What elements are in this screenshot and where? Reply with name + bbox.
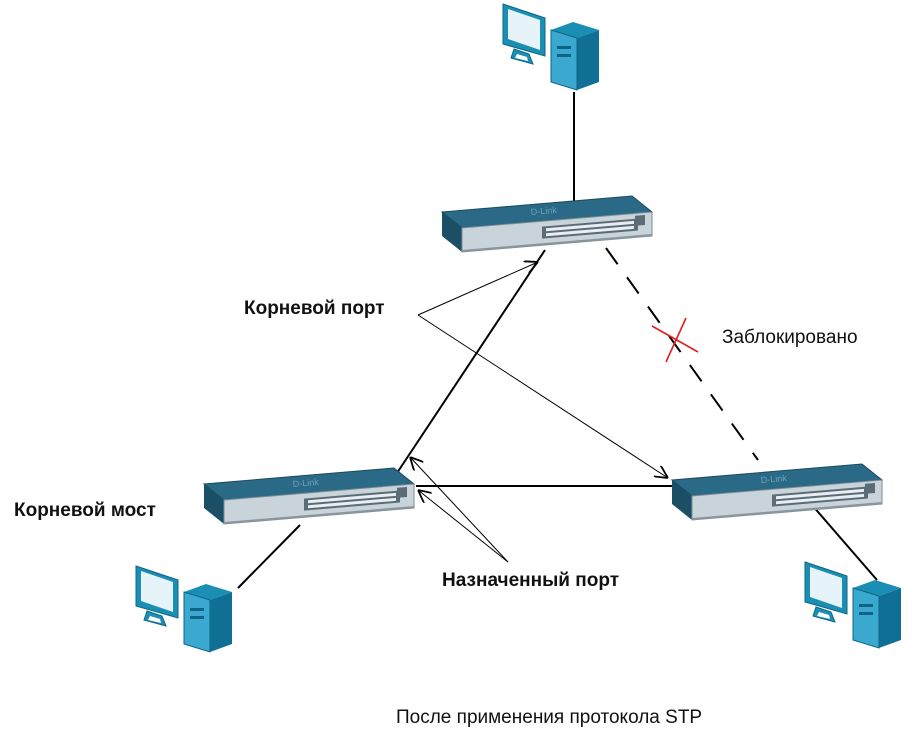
designated-port-label: Назначенный порт: [442, 570, 620, 591]
root-port-label: Корневой порт: [244, 298, 385, 319]
diagram-caption: После применения протокола STP: [396, 707, 703, 728]
switch-top-icon: [441, 195, 653, 253]
computer-top-icon: [502, 3, 600, 91]
switch-left-icon: [203, 467, 415, 525]
computer-left-icon: [135, 565, 233, 653]
root-bridge-label: Корневой мост: [14, 500, 156, 521]
switch-right-icon: [671, 463, 883, 521]
blocked-x-mark: [651, 317, 699, 363]
computer-right-icon: [804, 561, 902, 649]
blocked-label: Заблокировано: [722, 327, 858, 348]
